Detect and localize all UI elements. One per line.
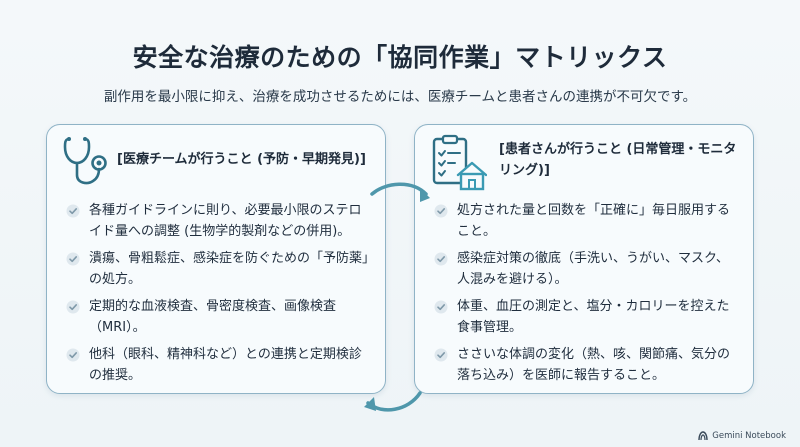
check-icon — [66, 300, 80, 314]
stethoscope-icon — [63, 137, 107, 185]
check-icon — [66, 252, 80, 266]
list-item: 潰瘍、骨粗鬆症、感染症を防ぐための「予防薬」の処方。 — [63, 249, 371, 290]
brand-watermark: Gemini Notebook — [698, 431, 786, 441]
check-icon — [434, 348, 448, 362]
page-title: 安全な治療のための「協同作業」マトリックス — [132, 43, 668, 72]
check-icon — [434, 204, 448, 218]
list-item: 体重、血圧の測定と、塩分・カロリーを控えた食事管理。 — [431, 297, 739, 338]
list-item: 各種ガイドラインに則り、必要最小限のステロイド量への調整 (生物学的製剤などの併… — [63, 201, 371, 242]
gemini-notebook-logo-icon — [698, 431, 708, 441]
cycle-arrow-right-icon — [370, 182, 430, 202]
item-text: 処方された量と回数を「正確に」毎日服用すること。 — [457, 203, 731, 239]
clipboard-home-icon — [432, 134, 487, 191]
card-title: [患者さんが行うこと (日常管理・モニタリング)] — [499, 142, 737, 178]
page-subtitle: 副作用を最小限に抑え、治療を成功させるためには、医療チームと患者さんの連携が不可… — [103, 89, 697, 105]
check-icon — [434, 300, 448, 314]
check-icon — [434, 252, 448, 266]
item-text: 潰瘍、骨粗鬆症、感染症を防ぐための「予防薬」の処方。 — [89, 251, 369, 287]
list-item: 感染症対策の徹底（手洗い、うがい、マスク、人混みを避ける）。 — [431, 249, 739, 290]
item-text: 体重、血圧の測定と、塩分・カロリーを控えた食事管理。 — [457, 299, 730, 335]
item-text: 感染症対策の徹底（手洗い、うがい、マスク、人混みを避ける）。 — [457, 251, 729, 287]
item-list: 処方された量と回数を「正確に」毎日服用すること。 感染症対策の徹底（手洗い、うが… — [431, 201, 739, 393]
item-text: 他科（眼科、精神科など）との連携と定期検診の推奨。 — [89, 347, 362, 383]
item-list: 各種ガイドラインに則り、必要最小限のステロイド量への調整 (生物学的製剤などの併… — [63, 201, 371, 393]
item-text: 定期的な血液検査、骨密度検査、画像検査（MRI）。 — [89, 299, 337, 335]
item-text: ささいな体調の変化（熱、咳、関節痛、気分の落ち込み）を医師に報告すること。 — [457, 347, 731, 383]
cycle-arrow-left-icon — [364, 391, 422, 412]
card-header: [患者さんが行うこと (日常管理・モニタリング)] — [415, 125, 753, 193]
card-title: [医療チームが行うこと (予防・早期発見)] — [117, 152, 366, 167]
medical-team-card: [医療チームが行うこと (予防・早期発見)] 各種ガイドラインに則り、必要最小限… — [46, 124, 386, 394]
patient-card: [患者さんが行うこと (日常管理・モニタリング)] 処方された量と回数を「正確に… — [414, 124, 754, 394]
item-text: 各種ガイドラインに則り、必要最小限のステロイド量への調整 (生物学的製剤などの併… — [89, 203, 362, 239]
card-header: [医療チームが行うこと (予防・早期発見)] — [47, 125, 385, 193]
check-icon — [66, 204, 80, 218]
list-item: 定期的な血液検査、骨密度検査、画像検査（MRI）。 — [63, 297, 371, 338]
list-item: 他科（眼科、精神科など）との連携と定期検診の推奨。 — [63, 345, 371, 386]
list-item: 処方された量と回数を「正確に」毎日服用すること。 — [431, 201, 739, 242]
list-item: ささいな体調の変化（熱、咳、関節痛、気分の落ち込み）を医師に報告すること。 — [431, 345, 739, 386]
check-icon — [66, 348, 80, 362]
brand-text: Gemini Notebook — [712, 431, 786, 441]
